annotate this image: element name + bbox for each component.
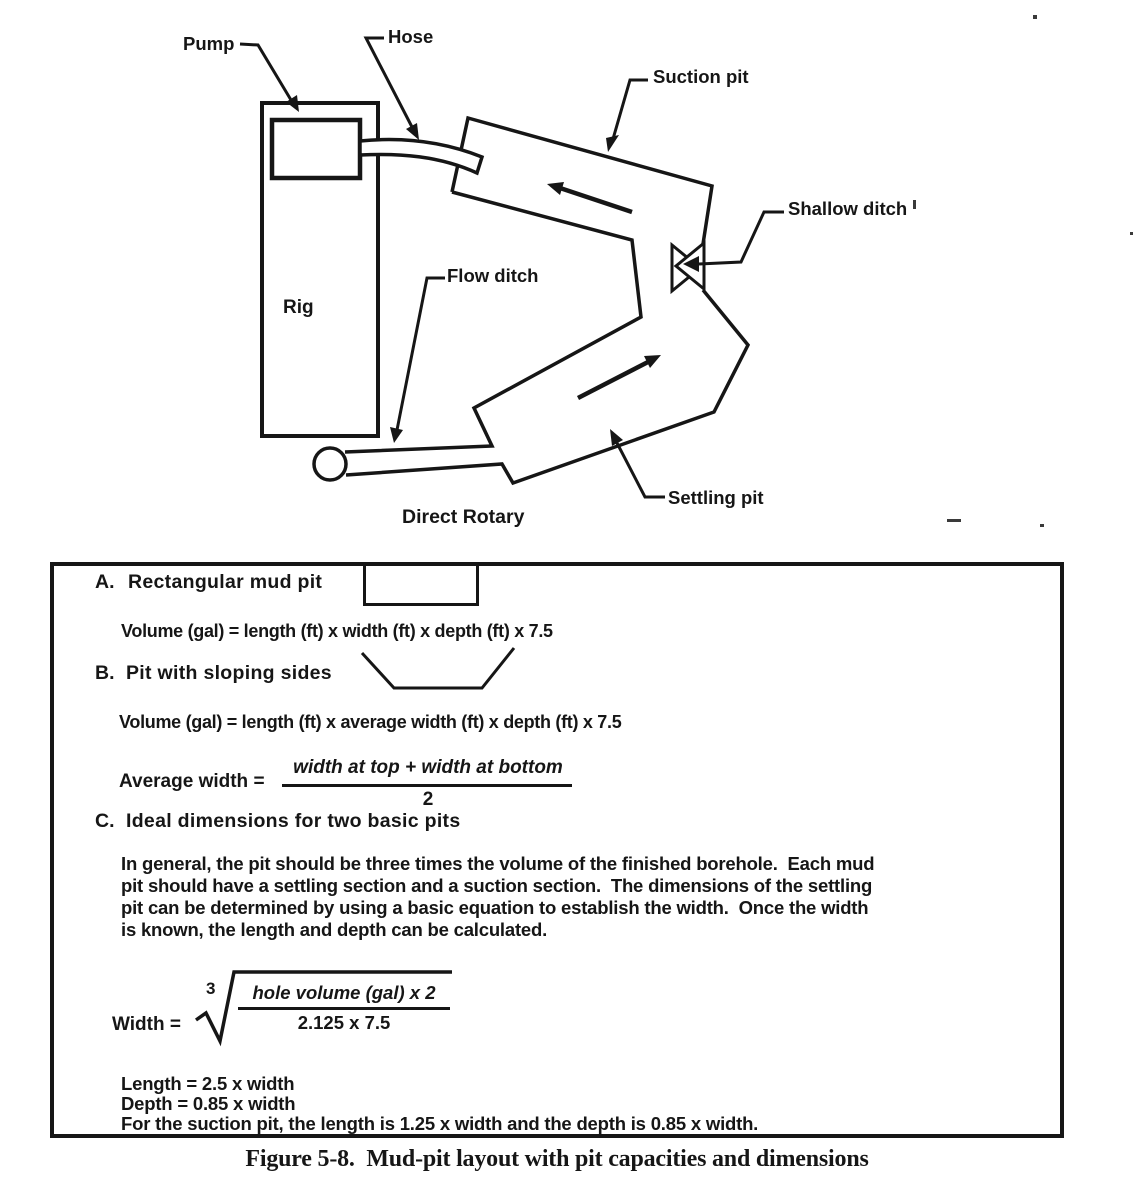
depth-equation: Depth = 0.85 x width — [121, 1093, 296, 1114]
avg-width-label: Average width = — [119, 771, 265, 792]
suction-pit-note: For the suction pit, the length is 1.25 … — [121, 1113, 759, 1134]
item-a-letter: A. — [95, 571, 115, 593]
settling-pit-label: Settling pit — [668, 487, 764, 508]
paragraph-line: pit can be determined by using a basic e… — [121, 897, 869, 918]
root-numerator: hole volume (gal) x 2 — [252, 982, 436, 1003]
hose-shape — [358, 137, 485, 176]
pump-outline — [269, 117, 363, 181]
avg-width-denominator: 2 — [422, 789, 434, 810]
figure-caption: Figure 5-8. Mud-pit layout with pit capa… — [245, 1146, 869, 1172]
shallow-ditch-callout-arrow-icon — [683, 210, 784, 272]
settling-flow-arrow-icon — [576, 355, 661, 401]
hose-callout-arrow-icon — [363, 36, 419, 140]
item-b-letter: B. — [95, 662, 115, 684]
scan-specks — [913, 15, 1133, 527]
diagram-caption: Direct Rotary — [402, 506, 525, 528]
root-denominator: 2.125 x 7.5 — [297, 1012, 391, 1033]
item-a-title: Rectangular mud pit — [128, 571, 323, 593]
root-index: 3 — [206, 979, 215, 998]
paragraph-line: In general, the pit should be three time… — [121, 853, 875, 874]
item-c-title: Ideal dimensions for two basic pits — [126, 810, 461, 832]
item-c-letter: C. — [95, 810, 115, 832]
suction-flow-arrow-icon — [547, 182, 633, 215]
settling-pit-outline — [345, 288, 751, 486]
formula-panel-border — [50, 562, 1064, 1138]
item-b-title: Pit with sloping sides — [126, 662, 332, 684]
rig-label: Rig — [283, 297, 314, 318]
root-fraction-bar — [238, 1007, 450, 1010]
paragraph-line: is known, the length and depth can be ca… — [121, 919, 548, 940]
length-equation: Length = 2.5 x width — [121, 1073, 295, 1094]
settling-pit-callout-arrow-icon — [610, 429, 665, 499]
avg-width-fraction-bar — [282, 784, 572, 787]
item-b-formula: Volume (gal) = length (ft) x average wid… — [119, 712, 622, 732]
cube-root-radical: 3 — [194, 970, 452, 1047]
pump-label: Pump — [183, 33, 234, 54]
hose-label: Hose — [388, 26, 433, 47]
paragraph-line: pit should have a settling section and a… — [121, 875, 873, 896]
item-a-formula: Volume (gal) = length (ft) x width (ft) … — [121, 621, 553, 641]
rectangular-pit-profile — [363, 566, 479, 606]
suction-pit-callout-arrow-icon — [606, 78, 648, 152]
mud-pit-layout-diagram: Pump Hose Suction pit Shallow ditch Rig … — [183, 15, 1133, 528]
sloping-pit-profile — [360, 647, 516, 690]
flow-ditch-callout-arrow-icon — [390, 276, 445, 443]
borehole-circle — [312, 446, 348, 482]
pump-callout-arrow-icon — [239, 42, 299, 112]
avg-width-numerator: width at top + width at bottom — [293, 757, 563, 778]
suction-pit-label: Suction pit — [653, 66, 749, 87]
shallow-ditch-label: Shallow ditch — [788, 198, 907, 219]
channel-outline — [344, 190, 643, 454]
width-eq-label: Width = — [112, 1014, 181, 1035]
flow-ditch-label: Flow ditch — [447, 265, 538, 286]
